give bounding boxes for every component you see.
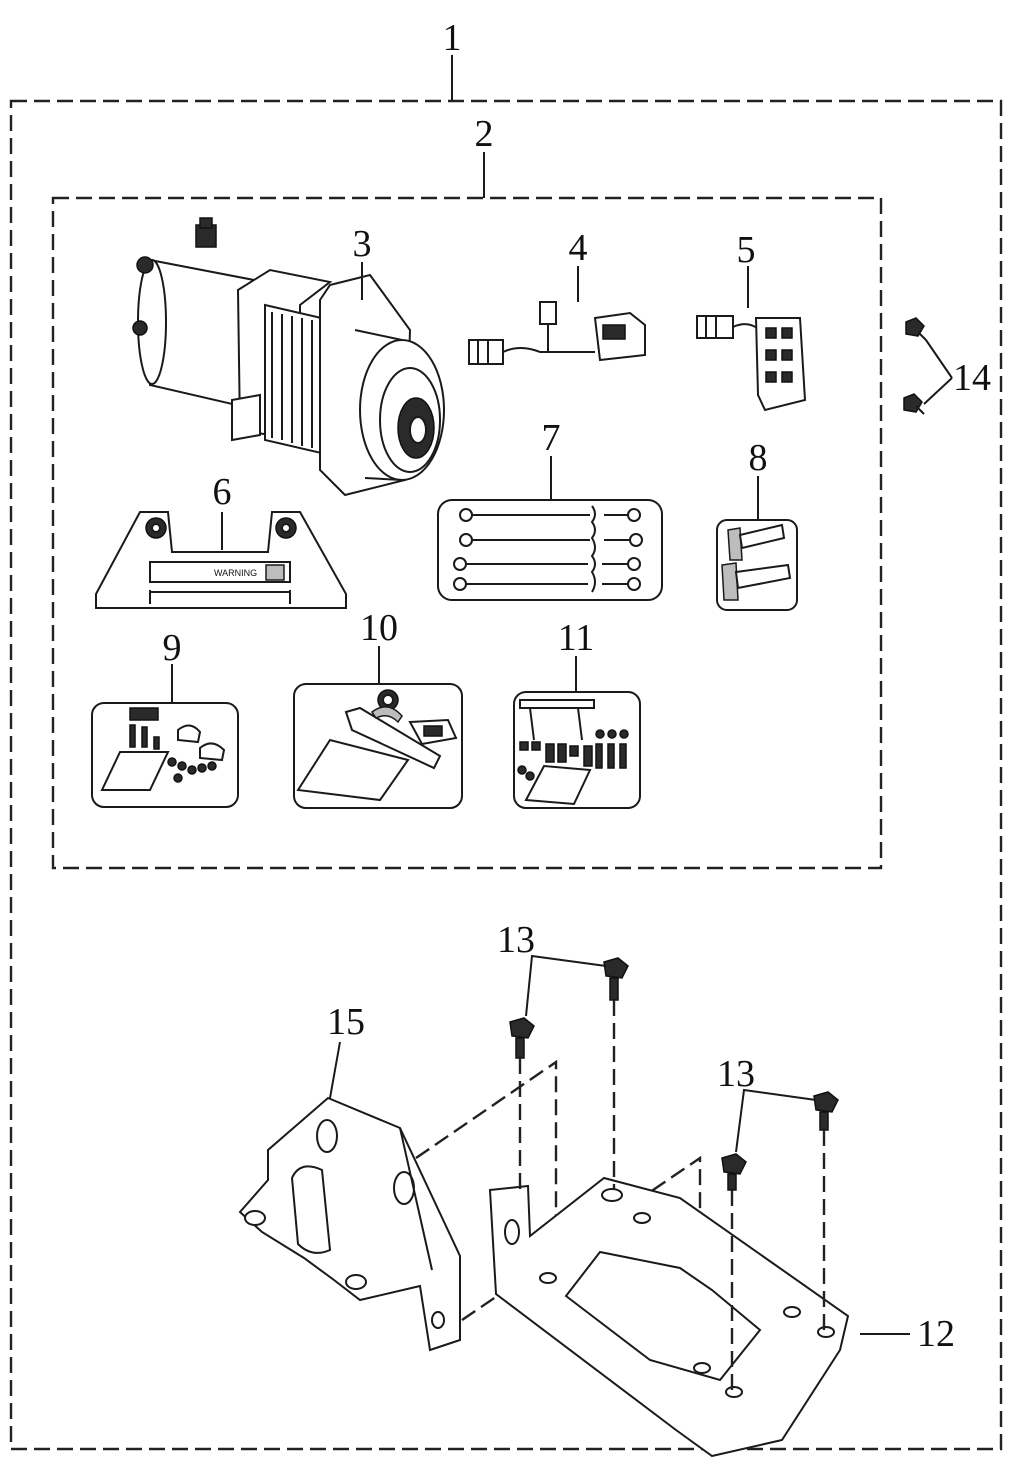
callout-15: 15	[327, 1001, 365, 1043]
winch-base-plate	[488, 1176, 850, 1457]
bolt-centerlines	[518, 1000, 826, 1390]
callout-10: 10	[360, 607, 398, 649]
front-bumper-bracket	[238, 1096, 461, 1352]
callout-2: 2	[475, 113, 494, 155]
leader-15	[329, 1041, 341, 1099]
contactor	[696, 315, 807, 412]
bolts-13	[509, 957, 839, 1191]
callout-12: 12	[917, 1313, 955, 1355]
callout-13a: 13	[497, 919, 535, 961]
fairlead-hardware-kit	[513, 691, 641, 809]
callout-4: 4	[569, 227, 588, 269]
callout-6: 6	[213, 471, 232, 513]
callout-1: 1	[443, 17, 462, 59]
warning-label-text: WARNING	[214, 568, 257, 578]
leader-13b	[735, 1088, 817, 1153]
leader-14	[923, 339, 953, 405]
callout-9: 9	[163, 627, 182, 669]
kit-boundary-2	[51, 196, 883, 870]
callout-11: 11	[558, 617, 595, 659]
callout-3: 3	[353, 223, 372, 265]
battery-cables-kit	[437, 499, 663, 601]
kit-boundary-1	[9, 99, 1003, 1451]
callout-14: 14	[953, 357, 991, 399]
callout-8: 8	[749, 437, 768, 479]
handlebar-switch-kit	[716, 519, 798, 611]
winch-mount-plate	[95, 511, 347, 609]
callout-7: 7	[542, 417, 561, 459]
leader-13a	[525, 954, 607, 1017]
bolts-14	[903, 317, 927, 415]
hook-strap-kit	[293, 683, 463, 809]
winch-assembly	[132, 217, 445, 497]
hardware-kit-9	[91, 702, 239, 808]
callout-5: 5	[737, 229, 756, 271]
callout-13b: 13	[717, 1053, 755, 1095]
switch-harness	[468, 301, 646, 365]
